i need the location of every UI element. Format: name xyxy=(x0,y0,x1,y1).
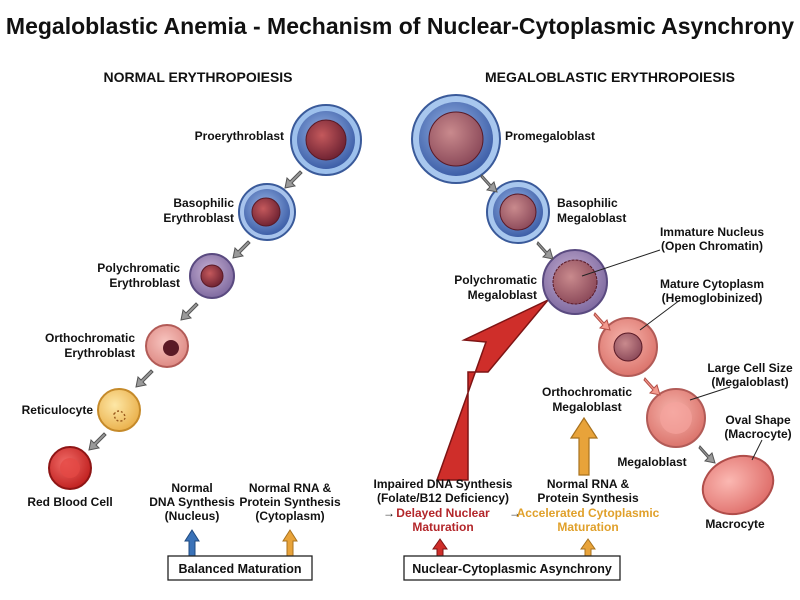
callout-line-nucleus xyxy=(581,249,661,277)
normal-label-basophilic-1: Basophilic xyxy=(173,196,234,210)
meg-arrow-4 xyxy=(643,377,661,396)
normal-progression-arrows xyxy=(88,170,303,451)
meg-label-megaloblast: Megaloblast xyxy=(617,455,686,469)
callout-nucleus-2: (Open Chromatin) xyxy=(661,239,763,253)
meg-dna-line-3: Delayed Nuclear xyxy=(396,506,490,520)
normal-arrow-1 xyxy=(284,170,303,189)
normal-dna-up-arrow xyxy=(184,529,200,557)
callout-lines xyxy=(581,249,763,461)
normal-label-polychromatic-2: Erythroblast xyxy=(109,276,180,290)
callout-shape-1: Oval Shape xyxy=(725,413,791,427)
callout-cytoplasm-2: (Hemoglobinized) xyxy=(662,291,763,305)
normal-label-orthochromatic-2: Erythroblast xyxy=(64,346,135,360)
normal-label-proerythroblast: Proerythroblast xyxy=(195,129,284,143)
meg-label-macrocyte: Macrocyte xyxy=(705,517,765,531)
meg-cell-promegaloblast xyxy=(411,94,501,184)
normal-cell-orthochromatic xyxy=(145,324,189,368)
callout-nucleus-1: Immature Nucleus xyxy=(660,225,764,239)
callout-shape-2: (Macrocyte) xyxy=(724,427,791,441)
big-red-arrow xyxy=(435,299,549,481)
balanced-maturation-label: Balanced Maturation xyxy=(179,562,302,576)
normal-rna-up-arrow xyxy=(282,529,298,557)
diagram-title: Megaloblastic Anemia - Mechanism of Nucl… xyxy=(6,13,794,39)
meg-cell-macrocyte xyxy=(701,454,775,516)
meg-arrow-3 xyxy=(593,312,611,331)
normal-cell-red-blood-cell xyxy=(48,446,92,490)
big-orange-up-arrow xyxy=(569,416,599,476)
megaloblastic-heading: MEGALOBLASTIC ERYTHROPOIESIS xyxy=(485,69,735,85)
callout-cytoplasm-1: Mature Cytoplasm xyxy=(660,277,764,291)
meg-label-basophilic-2: Megaloblast xyxy=(557,211,626,225)
normal-rna-line-2: Protein Synthesis xyxy=(239,495,341,509)
meg-label-polychromatic-2: Megaloblast xyxy=(468,288,537,302)
meg-label-basophilic-1: Basophilic xyxy=(557,196,618,210)
meg-rna-line-2: Protein Synthesis xyxy=(537,491,639,505)
meg-dna-arrow-glyph: → xyxy=(383,506,395,520)
normal-arrow-3 xyxy=(180,302,199,321)
callout-line-cytoplasm xyxy=(639,299,681,331)
meg-cell-polychromatic xyxy=(542,249,608,315)
callout-size-2: (Megaloblast) xyxy=(711,375,788,389)
normal-arrow-2 xyxy=(232,240,251,259)
meg-label-orthochromatic-1: Orthochromatic xyxy=(542,385,632,399)
normal-arrow-5 xyxy=(88,432,107,451)
callout-line-size xyxy=(689,386,731,401)
meg-label-polychromatic-1: Polychromatic xyxy=(454,273,537,287)
normal-cell-basophilic xyxy=(238,183,296,241)
meg-cell-orthochromatic xyxy=(598,317,658,377)
normal-rna-line-1: Normal RNA & xyxy=(249,481,332,495)
meg-rna-line-4: Maturation xyxy=(557,520,618,534)
callout-line-shape xyxy=(751,439,763,461)
meg-progression-arrows xyxy=(480,174,716,464)
meg-rna-line-1: Normal RNA & xyxy=(547,477,630,491)
normal-dna-line-2: DNA Synthesis xyxy=(149,495,235,509)
normal-dna-line-1: Normal xyxy=(171,481,212,495)
normal-rna-line-3: (Cytoplasm) xyxy=(255,509,324,523)
normal-arrow-4 xyxy=(135,369,154,388)
meg-dna-line-1: Impaired DNA Synthesis xyxy=(374,477,513,491)
normal-cell-reticulocyte xyxy=(97,388,141,432)
meg-arrow-1 xyxy=(480,174,498,193)
callout-size-1: Large Cell Size xyxy=(707,361,793,375)
meg-arrow-2 xyxy=(536,241,554,260)
meg-dna-up-arrow xyxy=(432,538,448,558)
meg-cell-basophilic xyxy=(486,180,550,244)
normal-label-reticulocyte: Reticulocyte xyxy=(22,403,94,417)
meg-dna-line-2: (Folate/B12 Deficiency) xyxy=(377,491,509,505)
normal-dna-line-3: (Nucleus) xyxy=(165,509,220,523)
meg-rna-line-3: Accelerated Cytoplasmic xyxy=(517,506,660,520)
normal-label-orthochromatic-1: Orthochromatic xyxy=(45,331,135,345)
normal-label-basophilic-2: Erythroblast xyxy=(163,211,234,225)
balanced-maturation-box xyxy=(167,555,313,581)
meg-rna-arrow-glyph: → xyxy=(509,506,521,520)
meg-label-promegaloblast: Promegaloblast xyxy=(505,129,595,143)
meg-rna-up-arrow xyxy=(580,538,596,558)
meg-arrow-5 xyxy=(698,445,716,464)
asynchrony-label: Nuclear-Cytoplasmic Asynchrony xyxy=(412,562,612,576)
normal-heading: NORMAL ERYTHROPOIESIS xyxy=(103,69,292,85)
normal-label-polychromatic-1: Polychromatic xyxy=(97,261,180,275)
meg-dna-line-4: Maturation xyxy=(412,520,473,534)
meg-cell-megaloblast xyxy=(646,388,706,448)
meg-label-orthochromatic-2: Megaloblast xyxy=(552,400,621,414)
normal-cell-proerythroblast xyxy=(290,104,362,176)
asynchrony-box xyxy=(403,555,621,581)
normal-cell-polychromatic xyxy=(189,253,235,299)
normal-label-red-blood-cell: Red Blood Cell xyxy=(27,495,112,509)
